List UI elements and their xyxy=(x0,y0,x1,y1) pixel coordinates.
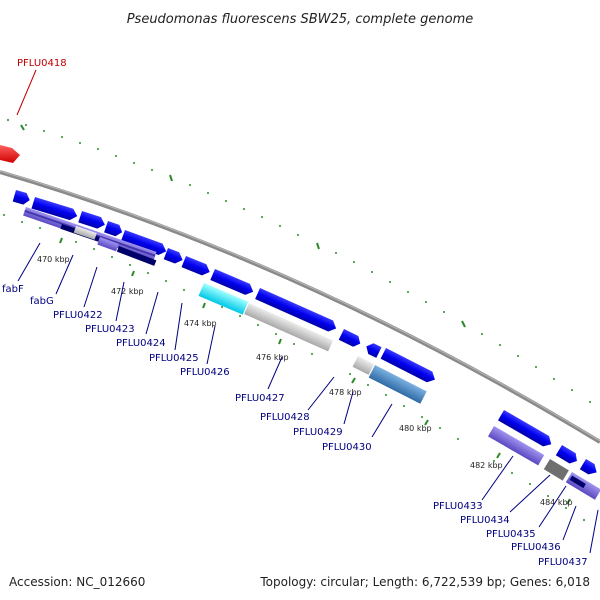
tick-label: 476 kbp xyxy=(256,353,289,362)
highlight-gene-arrow[interactable] xyxy=(0,145,20,163)
cds-arrow[interactable] xyxy=(555,445,580,466)
gene-label[interactable]: PFLU0430 xyxy=(322,442,372,453)
cds-arrow[interactable] xyxy=(78,211,106,230)
cds-arrow[interactable] xyxy=(498,410,554,449)
gene-label[interactable]: fabG xyxy=(30,296,54,307)
cds-arrow[interactable] xyxy=(255,288,338,334)
gene-leader-lines xyxy=(17,242,599,554)
match-track xyxy=(23,207,600,500)
gene-label[interactable]: PFLU0435 xyxy=(486,529,536,540)
tick-label: 478 kbp xyxy=(329,388,362,397)
gene-label[interactable]: PFLU0425 xyxy=(149,353,199,364)
gene-label[interactable]: PFLU0422 xyxy=(53,310,103,321)
gene-label[interactable]: PFLU0437 xyxy=(538,557,588,568)
gene-label[interactable]: PFLU0429 xyxy=(293,427,343,438)
cds-arrow[interactable] xyxy=(364,341,382,358)
accession-text: Accession: NC_012660 xyxy=(9,575,145,589)
match-bar[interactable] xyxy=(73,226,97,240)
gene-label[interactable]: PFLU0424 xyxy=(116,338,166,349)
gene-label[interactable]: PFLU0434 xyxy=(460,515,510,526)
match-bar[interactable] xyxy=(198,283,249,315)
tick-label: 474 kbp xyxy=(184,319,217,328)
tick-label: 480 kbp xyxy=(399,424,432,433)
gene-label[interactable]: PFLU0428 xyxy=(260,412,310,423)
match-bar[interactable] xyxy=(116,246,157,266)
tick-label: 482 kbp xyxy=(470,461,503,470)
genome-backbone xyxy=(0,170,600,444)
tick-label: 472 kbp xyxy=(111,287,144,296)
genome-summary-text: Topology: circular; Length: 6,722,539 bp… xyxy=(259,575,590,589)
gene-labels: fabF fabG PFLU0422 PFLU0423 PFLU0424 PFL… xyxy=(2,284,588,568)
map-title: Pseudomonas fluorescens SBW25, complete … xyxy=(127,12,474,27)
match-bar[interactable] xyxy=(565,472,600,500)
match-bar[interactable] xyxy=(368,365,427,404)
gene-label[interactable]: PFLU0436 xyxy=(511,542,561,553)
cds-arrow[interactable] xyxy=(380,348,438,385)
inner-dotted-ring xyxy=(3,214,585,521)
match-bar[interactable] xyxy=(97,237,119,252)
tick-labels: 470 kbp 472 kbp 474 kbp 476 kbp 478 kbp … xyxy=(37,255,573,507)
match-bar[interactable] xyxy=(488,426,545,466)
gene-label[interactable]: PFLU0427 xyxy=(235,393,285,404)
tick-label: 484 kbp xyxy=(540,498,573,507)
cds-arrow[interactable] xyxy=(104,221,124,238)
tick-label: 470 kbp xyxy=(37,255,70,264)
match-bar[interactable] xyxy=(352,356,375,375)
cds-arrow[interactable] xyxy=(338,329,363,349)
cds-arrow[interactable] xyxy=(120,230,168,257)
cds-arrow[interactable] xyxy=(181,256,212,278)
cds-arrow[interactable] xyxy=(12,190,32,206)
gene-label[interactable]: PFLU0426 xyxy=(180,367,230,378)
match-bar[interactable] xyxy=(244,303,334,352)
cds-arrow[interactable] xyxy=(163,248,185,266)
highlight-gene-label[interactable]: PFLU0418 xyxy=(17,58,67,69)
outer-dotted-ring xyxy=(7,119,591,403)
highlight-gene-leader xyxy=(16,69,37,116)
gene-label[interactable]: fabF xyxy=(2,284,24,295)
cds-arrow[interactable] xyxy=(579,459,600,478)
cds-arrow[interactable] xyxy=(210,269,255,297)
gene-label[interactable]: PFLU0433 xyxy=(433,501,483,512)
match-bar[interactable] xyxy=(543,459,569,481)
cds-track xyxy=(12,190,600,478)
gene-label[interactable]: PFLU0423 xyxy=(85,324,135,335)
cds-arrow[interactable] xyxy=(31,197,78,222)
